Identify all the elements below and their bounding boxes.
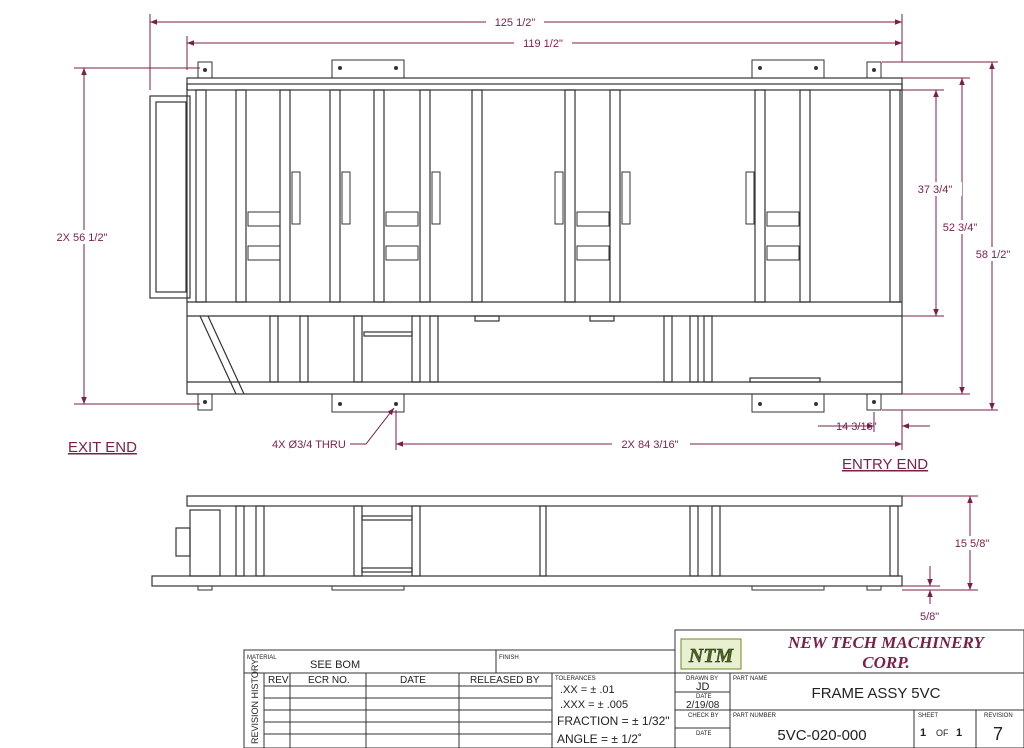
entry-end-label: ENTRY END xyxy=(842,456,928,473)
released-header: RELEASED BY xyxy=(470,675,540,686)
dimension-labels: 125 1/2" 119 1/2" 2X 56 1/2" 37 3/4" 52 … xyxy=(40,14,1020,623)
title-block xyxy=(243,629,1024,748)
company-name-line2: CORP. xyxy=(862,653,909,672)
exit-end-label: EXIT END xyxy=(68,439,137,456)
sheet-total: 1 xyxy=(956,727,962,739)
part-number-value: 5VC-020-000 xyxy=(777,727,866,744)
drawn-by-label: DRAWN BY xyxy=(686,676,718,682)
dim-entry-offset: 14 3/16" xyxy=(836,421,877,433)
tol-fraction: FRACTION = ± 1/32" xyxy=(557,714,670,728)
logo-text: NTM xyxy=(688,645,735,667)
part-number-label: PART NUMBER xyxy=(733,713,777,719)
rev-header: REV xyxy=(268,675,289,686)
sheet-label: SHEET xyxy=(918,713,938,719)
dim-right-inner: 37 3/4" xyxy=(918,184,953,196)
dim-overall-length: 125 1/2" xyxy=(495,17,536,29)
check-by-label: CHECK BY xyxy=(688,713,719,719)
tol-angle: ANGLE = ± 1/2˚ xyxy=(557,732,642,746)
dimension-lines xyxy=(74,14,998,604)
part-name-value: FRAME ASSY 5VC xyxy=(812,685,941,702)
dim-left-height: 2X 56 1/2" xyxy=(57,232,108,244)
side-view xyxy=(151,495,903,591)
material-label: MATERIAL xyxy=(247,655,277,661)
date-value: 2/19/08 xyxy=(686,700,720,711)
dim-side-height: 15 5/8" xyxy=(955,538,990,550)
material-value: SEE BOM xyxy=(310,659,360,671)
sheet-value: 1 xyxy=(920,727,926,739)
revision-label: REVISION xyxy=(984,713,1013,719)
drawn-by-value: JD xyxy=(696,681,710,693)
revision-history-label: REVISION HISTORY xyxy=(250,659,260,744)
dim-hole-note: 4X Ø3/4 THRU xyxy=(272,439,346,451)
date-label: DATE xyxy=(696,694,712,700)
date-header: DATE xyxy=(400,675,426,686)
ntm-logo: NTM xyxy=(680,638,742,670)
tolerances-label: TOLERANCES xyxy=(555,676,596,682)
top-view xyxy=(149,59,903,413)
company-name-line1: NEW TECH MACHINERY xyxy=(787,633,985,652)
dim-hole-spacing: 2X 84 3/16" xyxy=(621,439,678,451)
dim-right-middle: 52 3/4" xyxy=(943,222,978,234)
tol-xxx: .XXX = ± .005 xyxy=(560,699,628,711)
dim-right-outer: 58 1/2" xyxy=(976,249,1011,261)
date2-label: DATE xyxy=(696,731,712,737)
revision-value: 7 xyxy=(993,724,1003,744)
ecr-header: ECR NO. xyxy=(308,675,350,686)
tol-xx: .XX = ± .01 xyxy=(560,684,615,696)
finish-label: FINISH xyxy=(499,655,519,661)
dim-side-offset: 5/8" xyxy=(920,611,939,623)
dim-frame-length: 119 1/2" xyxy=(523,38,563,50)
title-block-text: MATERIAL SEE BOM FINISH REVISION HISTORY… xyxy=(247,633,1013,746)
part-name-label: PART NAME xyxy=(733,676,767,682)
sheet-of: OF xyxy=(936,728,949,738)
